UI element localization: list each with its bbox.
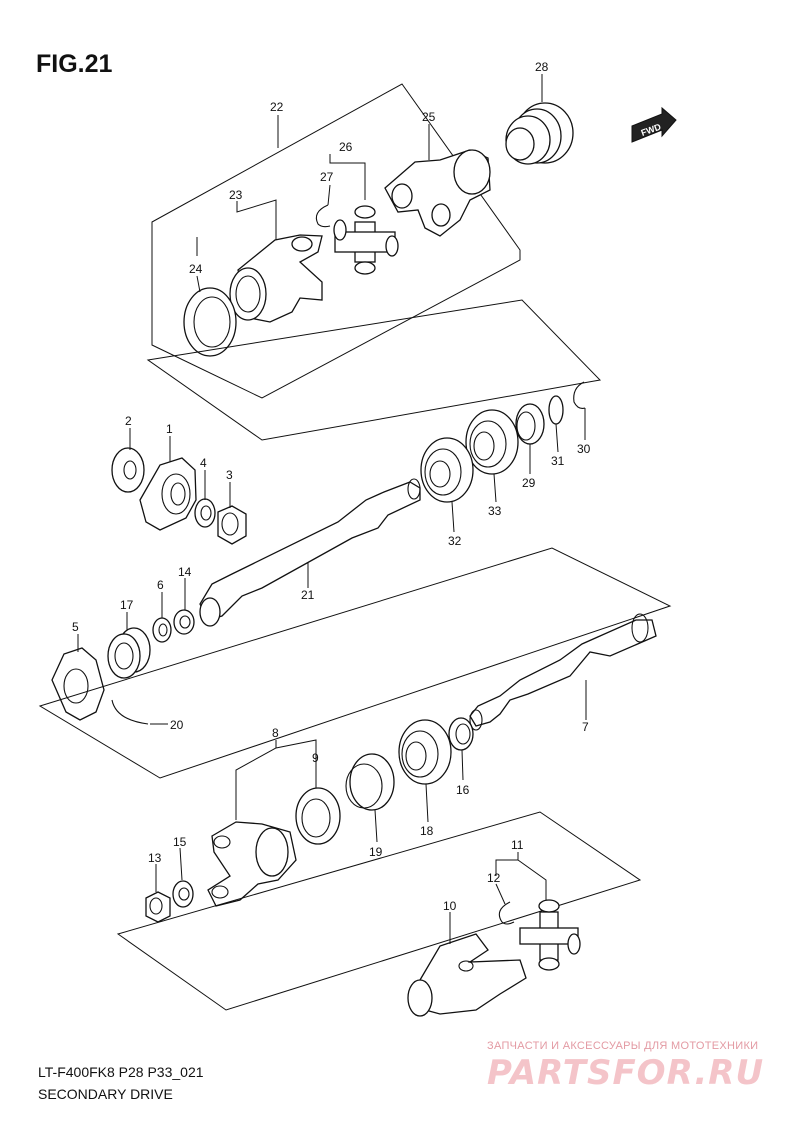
callout-24: 24: [189, 262, 203, 276]
callout-7: 7: [582, 720, 589, 734]
callout-6: 6: [157, 578, 164, 592]
part-27-circlip: [315, 204, 331, 228]
part-3-nut: [217, 505, 247, 545]
group-box-22: [151, 83, 521, 399]
part-7-shaft: [469, 613, 657, 731]
part-33-bearing: [465, 409, 519, 475]
callout-27: 27: [320, 170, 334, 184]
callout-9: 9: [312, 751, 319, 765]
watermark-brand: PARTSFOR.RU: [487, 1053, 765, 1093]
callout-31: 31: [551, 454, 565, 468]
part-1-bevel-gear: [139, 457, 197, 531]
callout-26: 26: [339, 140, 353, 154]
part-5-bevel-gear: [51, 647, 105, 721]
part-25-yoke: [384, 149, 491, 237]
callout-12: 12: [487, 871, 501, 885]
part-9-seal: [295, 787, 341, 845]
part-20-circlip: [111, 699, 149, 725]
fwd-arrow: FWD: [631, 106, 677, 143]
part-18-bearing: [398, 719, 452, 785]
part-12-circlip: [498, 901, 515, 925]
callout-17: 17: [120, 598, 134, 612]
part-13-nut: [145, 891, 171, 923]
callout-5: 5: [72, 620, 79, 634]
part-26-spider: [333, 205, 399, 275]
part-2-washer: [111, 447, 145, 493]
callout-18: 18: [420, 824, 434, 838]
callout-29: 29: [522, 476, 536, 490]
callout-16: 16: [456, 783, 470, 797]
leader-lines: [77, 74, 587, 944]
part-4-washer: [194, 498, 216, 528]
group-box-lower-joint: [116, 811, 642, 1011]
group-box-shaft: [146, 299, 602, 441]
callout-20: 20: [170, 718, 184, 732]
callout-22: 22: [270, 100, 284, 114]
part-19-sleeve: [345, 753, 395, 811]
part-21-shaft: [199, 478, 421, 627]
callout-19: 19: [369, 845, 383, 859]
part-8-yoke: [207, 821, 297, 907]
callout-32: 32: [448, 534, 462, 548]
part-11-spider: [519, 899, 581, 971]
callout-33: 33: [488, 504, 502, 518]
part-10-yoke: [407, 933, 527, 1017]
callout-4: 4: [200, 456, 207, 470]
part-14-washer: [173, 609, 195, 635]
callout-10: 10: [443, 899, 457, 913]
figure-title: FIG.21: [36, 50, 113, 78]
part-24-seal: [183, 287, 237, 357]
diagram-code: LT-F400FK8 P28 P33_021: [38, 1064, 204, 1080]
callout-3: 3: [226, 468, 233, 482]
callout-11: 11: [511, 838, 524, 852]
callout-13: 13: [148, 851, 162, 865]
callout-2: 2: [125, 414, 132, 428]
part-23-yoke: [229, 234, 323, 323]
part-6-washer: [152, 617, 172, 643]
part-28-boot: [505, 102, 574, 165]
part-30-circlip: [573, 381, 586, 409]
part-16-ring: [448, 717, 474, 751]
callout-8: 8: [272, 726, 279, 740]
callout-15: 15: [173, 835, 187, 849]
callout-28: 28: [535, 60, 549, 74]
callout-labels: 1 2 3 4 5 6 7 8 9 10 11 12 13 14 15 16 1…: [72, 60, 591, 913]
part-32-bearing: [420, 437, 474, 503]
watermark-tagline: ЗАПЧАСТИ И АКСЕССУАРЫ ДЛЯ МОТОТЕХНИКИ: [487, 1040, 759, 1052]
part-29-sleeve: [515, 403, 545, 445]
callout-23: 23: [229, 188, 243, 202]
group-box-lower-shaft: [38, 547, 672, 779]
callout-21: 21: [301, 588, 315, 602]
callout-14: 14: [178, 565, 192, 579]
diagram-name: SECONDARY DRIVE: [38, 1086, 173, 1102]
callout-30: 30: [577, 442, 591, 456]
callout-1: 1: [166, 422, 173, 436]
callout-25: 25: [422, 110, 436, 124]
part-31-ring: [548, 395, 564, 425]
part-15-washer: [172, 880, 194, 908]
part-17-needle-bearing: [107, 627, 151, 679]
